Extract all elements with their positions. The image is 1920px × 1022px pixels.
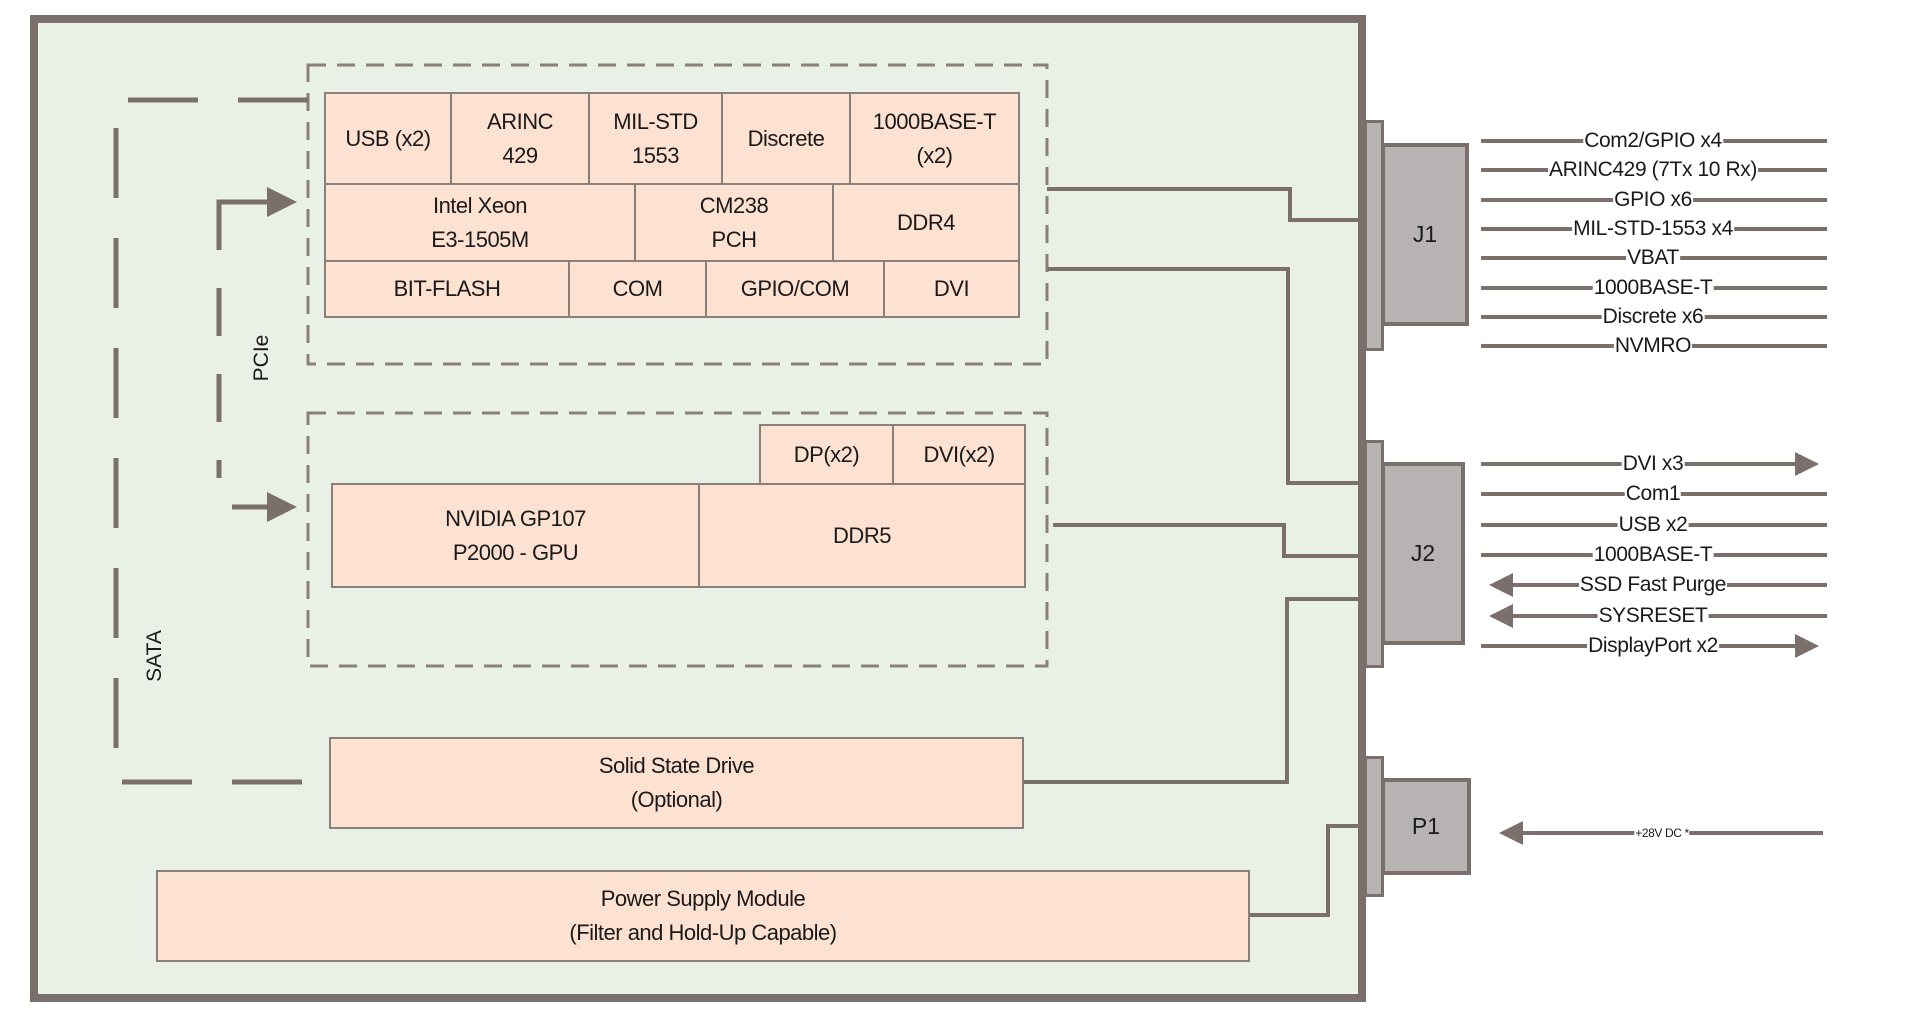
cpu-module-group [306, 63, 1049, 366]
power-supply-block: Power Supply Module (Filter and Hold-Up … [156, 870, 1250, 962]
arinc-429-block: ARINC 429 [450, 92, 590, 185]
j1-signal-label: 1000BASE-T [1592, 276, 1714, 299]
j1-signal-label: GPIO x6 [1613, 188, 1693, 211]
j1-signal-label: Discrete x6 [1601, 305, 1705, 328]
discrete-block: Discrete [721, 92, 851, 185]
j1-signal-label: NVMRO [1613, 334, 1693, 357]
j2-signal-label: Com1 [1624, 482, 1682, 505]
pcie-label: PCIe [250, 334, 273, 382]
j1-signal-label: VBAT [1626, 246, 1680, 269]
wire-gpu-j2 [1053, 523, 1366, 558]
pch-cm238-block: CM238 PCH [634, 183, 834, 262]
ddr4-block: DDR4 [832, 183, 1020, 262]
j2-signal-label: USB x2 [1617, 513, 1689, 536]
j1-signal-label: Com2/GPIO x4 [1583, 129, 1723, 152]
sata-label: SATA [143, 630, 166, 682]
wire-cpu-j1 [1047, 187, 1366, 222]
wire-psu-p1 [1250, 824, 1366, 917]
j2-signal-label: SYSRESET [1597, 604, 1709, 627]
solid-state-drive-block: Solid State Drive (Optional) [329, 737, 1024, 829]
bit-flash-block: BIT-FLASH [324, 260, 570, 318]
j2-signal-label: 1000BASE-T [1592, 543, 1714, 566]
j1-signal-label: ARINC429 (7Tx 10 Rx) [1548, 158, 1758, 181]
j1-signal-label: MIL-STD-1553 x4 [1572, 217, 1734, 240]
cpu-intel-xeon-block: Intel Xeon E3-1505M [324, 183, 636, 262]
j1-connector: J1 [1381, 143, 1469, 326]
ddr5-block: DDR5 [698, 483, 1026, 588]
mil-std-1553-block: MIL-STD 1553 [588, 92, 723, 185]
j2-signal-label: SSD Fast Purge [1578, 573, 1728, 596]
wire-ssd-j2 [1024, 597, 1366, 784]
j2-signal-label: DisplayPort x2 [1587, 634, 1719, 657]
com-block: COM [568, 260, 707, 318]
wire-cpu-j2 [1047, 267, 1366, 485]
dp-output-block: DP(x2) [759, 424, 894, 485]
usb-block: USB (x2) [324, 92, 452, 185]
gpio-com-block: GPIO/COM [705, 260, 885, 318]
j2-signal-label: DVI x3 [1621, 452, 1685, 475]
gpu-module-group [306, 411, 1049, 668]
p1-signal-label: +28V DC * [1634, 822, 1690, 844]
ethernet-1000base-t-block: 1000BASE-T (x2) [849, 92, 1020, 185]
dvi-block: DVI [883, 260, 1020, 318]
dvi-output-block: DVI(x2) [892, 424, 1026, 485]
pcie-arrow-cpu [216, 187, 297, 222]
p1-connector: P1 [1381, 778, 1471, 875]
j2-connector: J2 [1381, 462, 1465, 645]
gpu-nvidia-block: NVIDIA GP107 P2000 - GPU [331, 483, 700, 588]
